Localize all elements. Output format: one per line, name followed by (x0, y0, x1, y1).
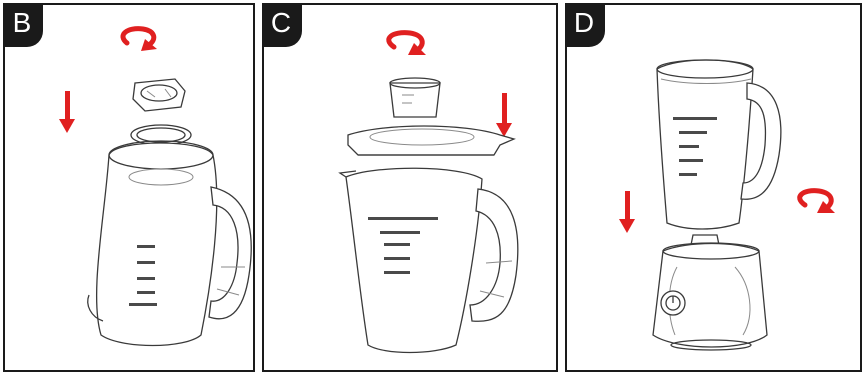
down-arrow-icon (496, 93, 512, 137)
blade-assembly (131, 79, 191, 145)
measuring-cap (390, 78, 440, 117)
jar-lid (348, 126, 514, 155)
blender-jar (340, 168, 518, 352)
step-c-illustration (264, 5, 558, 372)
step-d-panel: D (565, 3, 862, 372)
blender-jar (88, 141, 251, 346)
rotate-arrow-icon (800, 191, 835, 213)
blender-jar (657, 60, 781, 229)
down-arrow-icon (619, 191, 635, 233)
step-c-panel: C (262, 3, 558, 372)
rotate-arrow-icon (123, 29, 157, 51)
motor-base (653, 243, 767, 350)
step-d-illustration (567, 5, 862, 372)
rotate-arrow-icon (389, 33, 426, 55)
step-b-illustration (5, 5, 255, 372)
step-b-panel: B (3, 3, 255, 372)
down-arrow-icon (59, 91, 75, 133)
